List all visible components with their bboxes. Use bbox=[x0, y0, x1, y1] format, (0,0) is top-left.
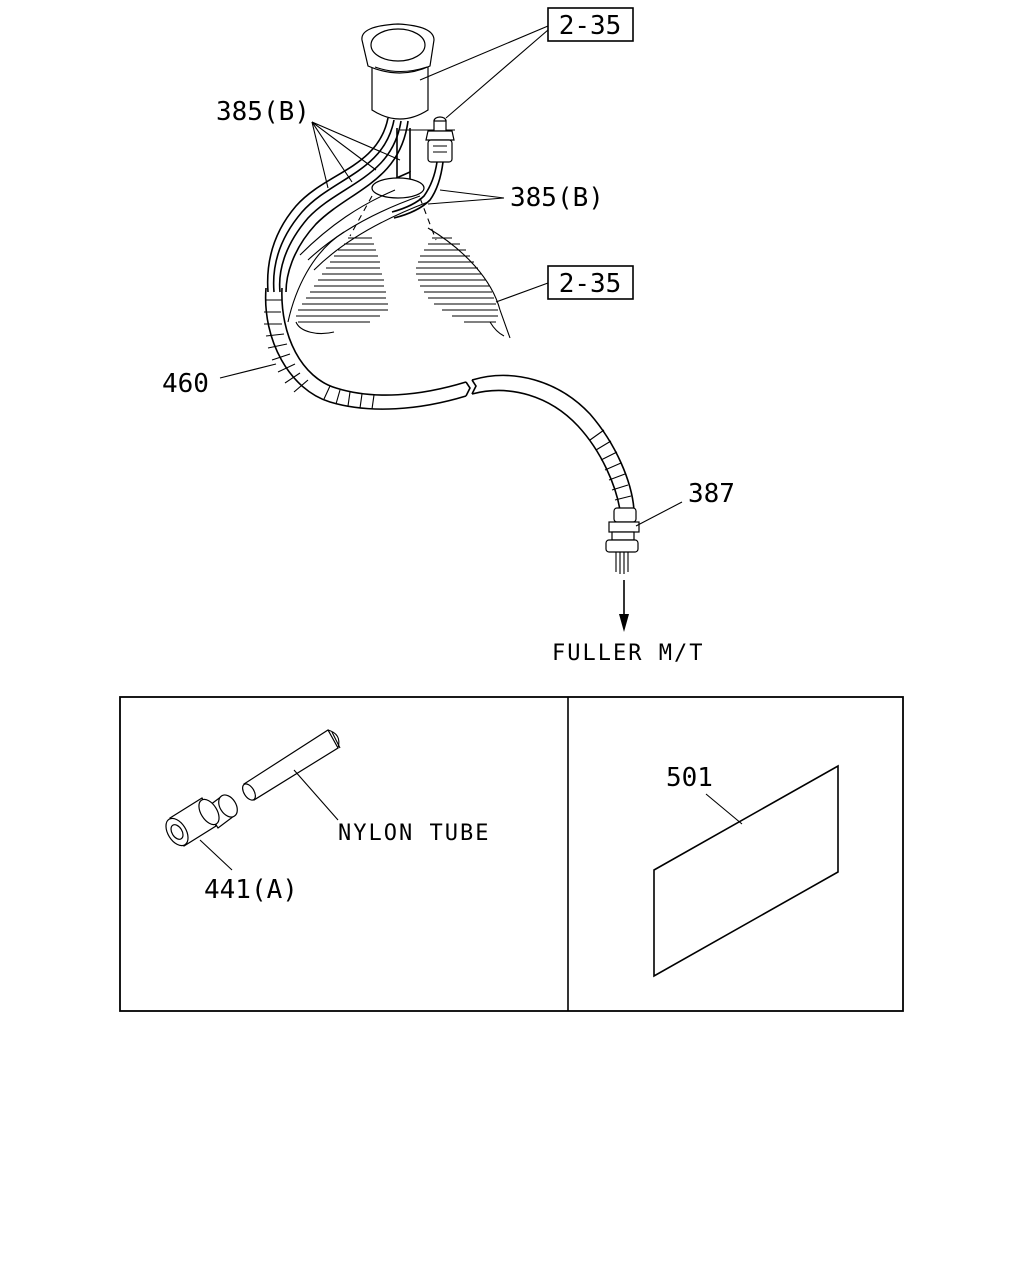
harness-label: 460 bbox=[162, 369, 209, 399]
wire-left-label: 385(B) bbox=[216, 97, 310, 127]
inset-frame bbox=[119, 696, 904, 1012]
destination-arrow bbox=[619, 580, 629, 632]
callout-ref-top: 2-35 bbox=[547, 7, 634, 42]
boot-folds-left bbox=[296, 237, 388, 323]
shift-switch bbox=[391, 116, 455, 219]
nylon-tube-label: NYLON TUBE bbox=[338, 821, 490, 846]
ref-boot-label: 2-35 bbox=[559, 269, 622, 299]
shift-lever bbox=[371, 128, 455, 199]
fitting-label: 441(A) bbox=[204, 875, 298, 905]
wire-bundle bbox=[266, 117, 429, 293]
shift-knob bbox=[361, 23, 435, 120]
leader-lines bbox=[219, 25, 683, 527]
ref-top-label: 2-35 bbox=[559, 11, 622, 41]
nylon-tube bbox=[242, 729, 341, 801]
shift-boot bbox=[287, 195, 511, 339]
wire-right-label: 385(B) bbox=[510, 183, 604, 213]
destination-label: FULLER M/T bbox=[552, 641, 704, 666]
boot-folds-right bbox=[416, 237, 498, 323]
inset-right-panel: 501 bbox=[653, 763, 839, 978]
fitting-441 bbox=[165, 794, 238, 847]
connector-387 bbox=[605, 507, 640, 574]
connector-label: 387 bbox=[688, 479, 735, 509]
callout-ref-boot: 2-35 bbox=[547, 265, 634, 300]
corrugated-harness bbox=[264, 287, 635, 511]
harness-rings bbox=[264, 299, 632, 501]
plate-label: 501 bbox=[666, 763, 713, 793]
inset-left-panel: NYLON TUBE 441(A) bbox=[165, 729, 490, 905]
